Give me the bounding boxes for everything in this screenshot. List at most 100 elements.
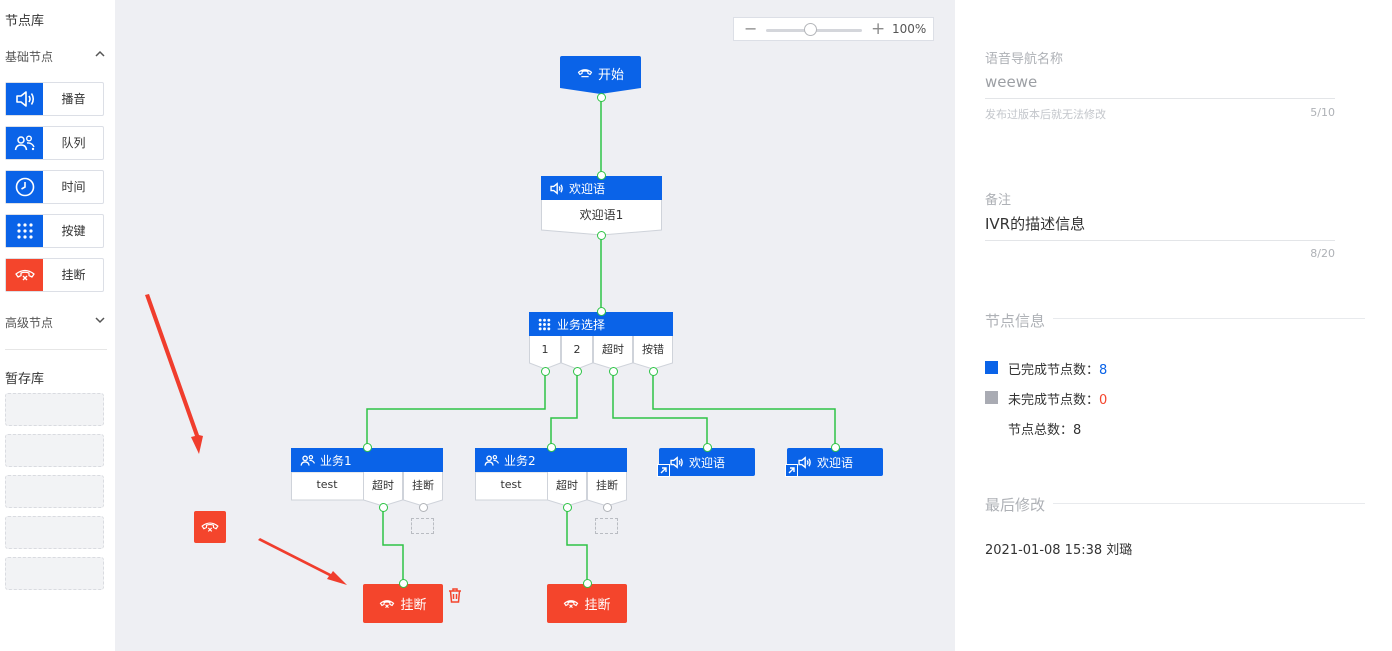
users-icon [6, 127, 43, 159]
remark-char-count: 8/20 [1310, 247, 1335, 260]
total-row: 节点总数：8 [1008, 419, 1081, 438]
port-dot[interactable] [573, 367, 582, 376]
port-dot[interactable] [399, 579, 408, 588]
port-dot[interactable] [541, 367, 550, 376]
business1-header: 业务1 [291, 448, 443, 472]
users-icon [300, 454, 316, 466]
hangup-icon [564, 599, 579, 608]
trash-icon[interactable] [447, 587, 463, 604]
flow-canvas[interactable]: − + 100% 开始 欢迎语 欢迎语1 业务选择 [115, 0, 955, 651]
remark-label: 备注 [985, 193, 1012, 208]
port-dot[interactable] [831, 443, 840, 452]
incomplete-value: 0 [1099, 393, 1108, 408]
dragged-hangup-node[interactable] [194, 511, 226, 543]
phone-icon [577, 69, 593, 78]
keypad-icon [538, 318, 551, 330]
link-shortcut-icon [657, 464, 670, 477]
port-dot[interactable] [597, 307, 606, 316]
node-btn-hangup[interactable]: 挂断 [5, 258, 104, 292]
flow-edges [145, 97, 836, 585]
port-dot[interactable] [649, 367, 658, 376]
port-dot[interactable] [563, 503, 572, 512]
port-dot[interactable] [419, 503, 428, 512]
port-dot[interactable] [597, 93, 606, 102]
name-input[interactable]: weewe [985, 73, 1038, 91]
business1-timeout[interactable]: 超时 [372, 479, 394, 492]
node-btn-label: 按键 [61, 224, 86, 238]
business2-node[interactable]: 业务2 test 超时 挂断 [475, 448, 627, 507]
port-dot[interactable] [363, 443, 372, 452]
port-dot[interactable] [609, 367, 618, 376]
keypad-icon [6, 215, 43, 247]
port-dot[interactable] [603, 503, 612, 512]
completed-label: 已完成节点数： [1008, 363, 1100, 378]
port-dot[interactable] [547, 443, 556, 452]
port-dot[interactable] [583, 579, 592, 588]
node-btn-keypad[interactable]: 按键 [5, 214, 104, 248]
welcome-ref-title: 欢迎语 [817, 455, 854, 470]
business1-node[interactable]: 业务1 test 超时 挂断 [291, 448, 443, 507]
basic-nodes-section[interactable]: 基础节点 [5, 50, 54, 64]
edge-select1-biz1 [366, 371, 546, 447]
edge-error-welcome [652, 371, 836, 447]
option-2[interactable]: 2 [573, 343, 581, 356]
port-dot[interactable] [597, 171, 606, 180]
zoom-slider-handle[interactable] [804, 23, 817, 36]
total-value: 8 [1073, 423, 1082, 438]
node-btn-label: 播音 [61, 92, 86, 106]
node-btn-time[interactable]: 时间 [5, 170, 104, 204]
temp-slot[interactable] [5, 475, 104, 508]
chevron-down-icon[interactable] [94, 314, 106, 326]
hangup-node[interactable]: 挂断 [547, 584, 627, 623]
zoom-out-button[interactable]: − [744, 19, 758, 38]
name-char-count: 5/10 [1310, 106, 1335, 119]
business2-content: test [500, 478, 522, 491]
business-select-node[interactable]: 业务选择 1 2 超时 按错 [529, 312, 673, 370]
option-1[interactable]: 1 [541, 343, 549, 356]
chevron-up-icon[interactable] [94, 48, 106, 60]
temp-slot[interactable] [5, 557, 104, 590]
port-dot[interactable] [597, 231, 606, 240]
zoom-in-button[interactable]: + [871, 19, 886, 39]
properties-panel: 语音导航名称 weewe 发布过版本后就无法修改 5/10 备注 IVR的描述信… [955, 0, 1392, 651]
node-btn-label: 挂断 [61, 268, 86, 282]
edge-timeout-welcome [612, 371, 708, 447]
total-label: 节点总数： [1008, 423, 1074, 438]
hangup-node[interactable]: 挂断 [363, 584, 443, 623]
welcome-ref-node[interactable]: 欢迎语 [785, 448, 883, 477]
option-timeout[interactable]: 超时 [602, 343, 624, 356]
temp-slot[interactable] [5, 393, 104, 426]
temp-slot[interactable] [5, 434, 104, 467]
welcome-ref-node[interactable]: 欢迎语 [657, 448, 755, 477]
hangup-icon [380, 599, 395, 608]
business2-timeout[interactable]: 超时 [556, 479, 578, 492]
business2-title: 业务2 [504, 453, 536, 468]
business1-hangup[interactable]: 挂断 [412, 479, 434, 492]
port-dot[interactable] [703, 443, 712, 452]
empty-drop-target[interactable] [411, 518, 434, 534]
business2-hangup[interactable]: 挂断 [596, 479, 618, 492]
port-dot[interactable] [379, 503, 388, 512]
speaker-icon [670, 455, 683, 469]
last-modified-title: 最后修改 [985, 496, 1046, 514]
edge-select2-biz2 [550, 371, 578, 447]
business1-content: test [316, 478, 338, 491]
remark-input[interactable]: IVR的描述信息 [985, 215, 1086, 233]
hangup-node-label: 挂断 [400, 598, 427, 613]
business-select-header: 业务选择 [529, 312, 673, 336]
node-btn-play[interactable]: 播音 [5, 82, 104, 116]
advanced-nodes-section[interactable]: 高级节点 [5, 316, 54, 330]
divider [1053, 503, 1365, 504]
empty-drop-target[interactable] [595, 518, 618, 534]
temp-slot[interactable] [5, 516, 104, 549]
last-modified-value: 2021-01-08 15:38 刘璐 [985, 543, 1133, 558]
completed-legend-square [985, 361, 998, 374]
welcome-node-content: 欢迎语1 [579, 208, 624, 222]
option-error[interactable]: 按错 [642, 343, 664, 356]
hangup-icon [6, 259, 43, 291]
welcome-node[interactable]: 欢迎语 欢迎语1 [541, 176, 662, 236]
business-select-title: 业务选择 [557, 317, 606, 332]
welcome-ref-title: 欢迎语 [689, 455, 726, 470]
hangup-icon [201, 522, 219, 532]
node-btn-queue[interactable]: 队列 [5, 126, 104, 160]
